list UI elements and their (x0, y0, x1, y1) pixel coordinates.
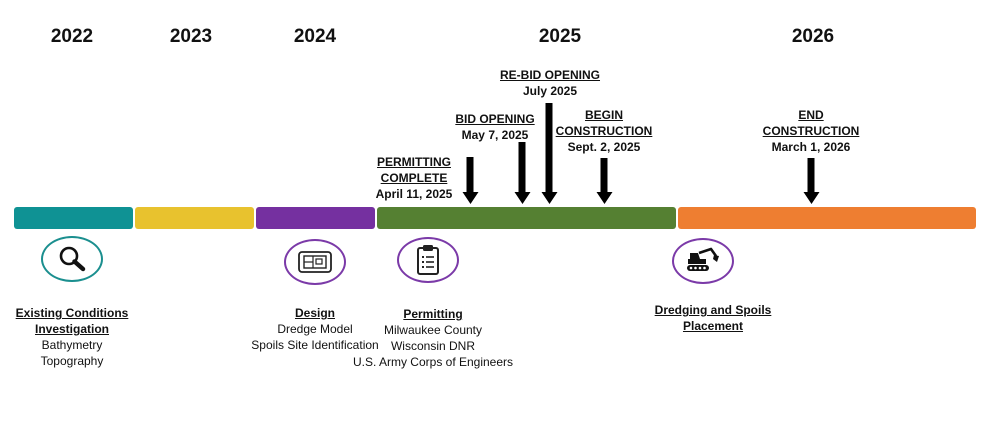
phase-title: Placement (682, 319, 744, 333)
milestone-date: July 2025 (522, 84, 578, 98)
phase-title: Design (294, 306, 335, 320)
timeline-segment-2022 (14, 207, 133, 229)
timeline-segment-2026 (678, 207, 976, 229)
phase-detail: Bathymetry (41, 338, 103, 352)
arrow-begin-construction (600, 158, 608, 193)
year-2023: 2023 (169, 26, 213, 47)
phase-title: Dredging and Spoils (654, 303, 772, 317)
milestone-title: COMPLETE (380, 171, 448, 185)
phase-title: Permitting (403, 307, 463, 321)
milestone-end-construction: END CONSTRUCTION March 1, 2026 (763, 107, 860, 155)
milestone-begin-construction: BEGIN CONSTRUCTION Sept. 2, 2025 (556, 107, 653, 155)
year-2026: 2026 (791, 26, 835, 47)
milestone-title: CONSTRUCTION (555, 124, 653, 138)
milestone-rebid-opening: RE-BID OPENING July 2025 (500, 67, 600, 99)
phase-detail: U.S. Army Corps of Engineers (352, 355, 514, 369)
milestone-date: April 11, 2025 (375, 187, 453, 201)
timeline-segment-2023 (135, 207, 254, 229)
phase-dredging: Dredging and Spoils Placement (655, 302, 772, 334)
milestone-bid-opening: BID OPENING May 7, 2025 (455, 111, 534, 143)
phase-detail: Dredge Model (277, 322, 353, 336)
phase-detail: Topography (40, 354, 104, 368)
milestone-title: BEGIN (584, 108, 624, 122)
phase-permitting: Permitting Milwaukee County Wisconsin DN… (353, 306, 513, 370)
phase-detail: Wisconsin DNR (390, 339, 475, 353)
milestone-title: CONSTRUCTION (762, 124, 860, 138)
year-2025: 2025 (538, 26, 582, 47)
milestone-date: May 7, 2025 (461, 128, 529, 142)
milestone-date: March 1, 2026 (771, 140, 851, 154)
arrow-rebid-opening (545, 103, 553, 193)
blueprint-icon (284, 239, 346, 285)
year-2022: 2022 (50, 26, 94, 47)
magnifier-icon (41, 236, 103, 282)
phase-title: Existing Conditions (15, 306, 129, 320)
phase-design: Design Dredge Model Spoils Site Identifi… (251, 305, 378, 353)
year-2024: 2024 (293, 26, 337, 47)
phase-detail: Milwaukee County (383, 323, 483, 337)
phase-existing-conditions: Existing Conditions Investigation Bathym… (16, 305, 129, 369)
milestone-title: BID OPENING (455, 112, 535, 126)
clipboard-icon (397, 237, 459, 283)
milestone-date: Sept. 2, 2025 (567, 140, 641, 154)
timeline-segment-2024 (256, 207, 375, 229)
excavator-icon (672, 238, 734, 284)
timeline-segment-2025 (377, 207, 676, 229)
milestone-title: PERMITTING (377, 155, 451, 169)
phase-title: Investigation (34, 322, 110, 336)
phase-detail: Spoils Site Identification (251, 338, 379, 352)
arrow-end-construction (807, 158, 815, 193)
arrow-bid-opening (518, 142, 526, 193)
milestone-title: RE-BID OPENING (499, 68, 601, 82)
milestone-title: END (798, 108, 824, 122)
arrow-permitting-complete (466, 157, 474, 193)
milestone-permitting-complete: PERMITTING COMPLETE April 11, 2025 (376, 154, 453, 202)
